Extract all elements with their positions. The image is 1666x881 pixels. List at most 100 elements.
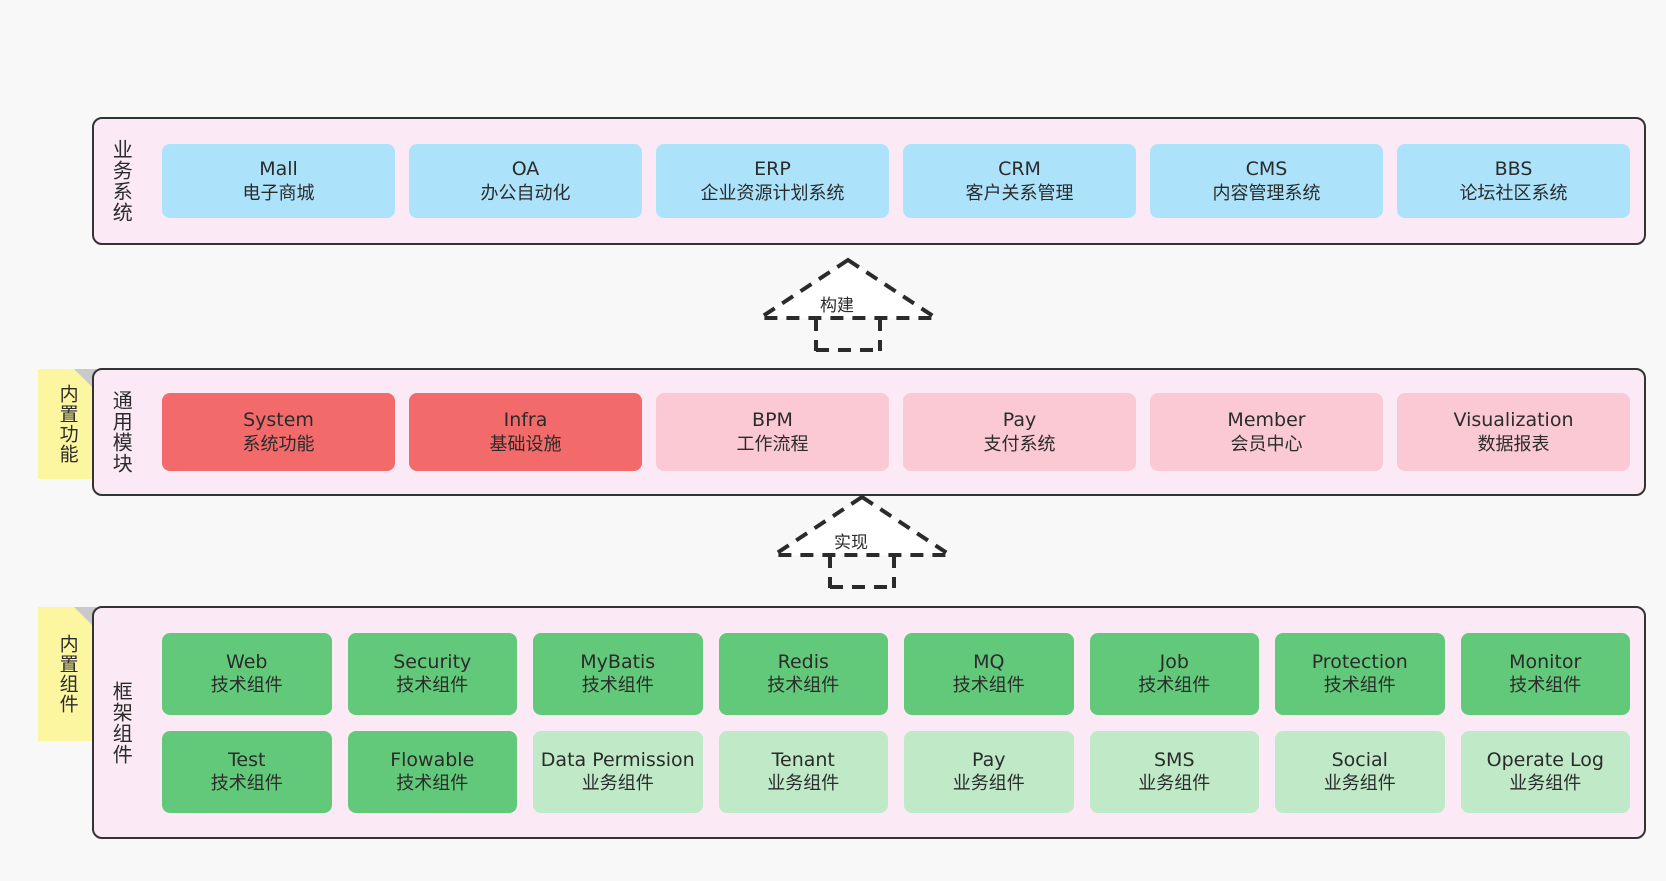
component-card-title: Security <box>393 650 472 673</box>
component-card-title: BBS <box>1494 158 1533 181</box>
component-card-title: Tenant <box>771 748 835 771</box>
connector-build-label: 构建 <box>820 296 854 316</box>
component-card-subtitle: 技术组件 <box>210 675 283 697</box>
component-card-subtitle: 业务组件 <box>581 773 654 795</box>
component-card-subtitle: 技术组件 <box>1323 675 1396 697</box>
component-card-title: Job <box>1159 650 1189 673</box>
component-card-title: Protection <box>1311 650 1408 673</box>
component-card-title: ERP <box>754 158 791 181</box>
component-card-title: Web <box>226 650 268 673</box>
connector-implement-shape <box>767 494 957 589</box>
sticky-note-builtin-components: 内置组件 <box>38 607 96 741</box>
component-card-title: CMS <box>1245 158 1288 181</box>
component-card-subtitle: 内容管理系统 <box>1212 182 1321 204</box>
sticky-note-builtin-functions-label: 内置功能 <box>56 384 79 464</box>
component-card-subtitle: 技术组件 <box>396 675 469 697</box>
component-card-title: Flowable <box>390 748 475 771</box>
component-card-subtitle: 论坛社区系统 <box>1459 182 1568 204</box>
sticky-fold-corner-icon <box>74 607 96 629</box>
component-card-title: Mall <box>259 158 298 181</box>
connector-build-shape <box>753 257 943 352</box>
component-card-title: Data Permission <box>540 748 695 771</box>
component-card-subtitle: 客户关系管理 <box>965 182 1074 204</box>
component-card-subtitle: 业务组件 <box>952 773 1025 795</box>
sticky-fold-corner-icon <box>74 369 96 391</box>
sticky-note-builtin-components-label: 内置组件 <box>56 634 79 714</box>
component-card-subtitle: 业务组件 <box>767 773 840 795</box>
component-card-subtitle: 电子商城 <box>242 182 315 204</box>
component-card-title: Redis <box>777 650 829 673</box>
sticky-note-builtin-functions: 内置功能 <box>38 369 96 479</box>
component-card-subtitle: 系统功能 <box>242 433 315 455</box>
component-card-subtitle: 业务组件 <box>1509 773 1582 795</box>
component-card-subtitle: 技术组件 <box>210 773 283 795</box>
connector-build: 构建 <box>753 256 943 352</box>
component-card-title: Member <box>1227 409 1306 432</box>
component-card-subtitle: 技术组件 <box>581 675 654 697</box>
component-card-title: BPM <box>752 409 793 432</box>
component-card-title: SMS <box>1153 748 1195 771</box>
component-card-subtitle: 技术组件 <box>952 675 1025 697</box>
layer-title-modules: 通用模块 <box>109 390 134 474</box>
component-card-subtitle: 办公自动化 <box>480 182 571 204</box>
layer-title-business: 业务系统 <box>109 139 134 223</box>
component-card-subtitle: 技术组件 <box>767 675 840 697</box>
component-card-subtitle: 技术组件 <box>1509 675 1582 697</box>
connector-implement-label: 实现 <box>834 533 868 553</box>
component-card-subtitle: 支付系统 <box>983 433 1056 455</box>
component-card-subtitle: 会员中心 <box>1230 433 1303 455</box>
component-card-title: Social <box>1331 748 1388 771</box>
component-card-title: MQ <box>973 650 1005 673</box>
component-card-subtitle: 数据报表 <box>1477 433 1550 455</box>
component-card-title: Monitor <box>1509 650 1582 673</box>
component-card-title: MyBatis <box>580 650 656 673</box>
component-card-subtitle: 企业资源计划系统 <box>700 182 845 204</box>
component-card-title: Visualization <box>1453 409 1574 432</box>
component-card-subtitle: 工作流程 <box>736 433 809 455</box>
component-card-subtitle: 技术组件 <box>1138 675 1211 697</box>
component-card-title: Test <box>228 748 266 771</box>
component-card-title: Pay <box>972 748 1006 771</box>
component-card-title: Operate Log <box>1486 748 1604 771</box>
component-card-title: Pay <box>1002 409 1037 432</box>
component-card-title: CRM <box>998 158 1041 181</box>
component-card-subtitle: 技术组件 <box>396 773 469 795</box>
component-card-subtitle: 基础设施 <box>489 433 562 455</box>
